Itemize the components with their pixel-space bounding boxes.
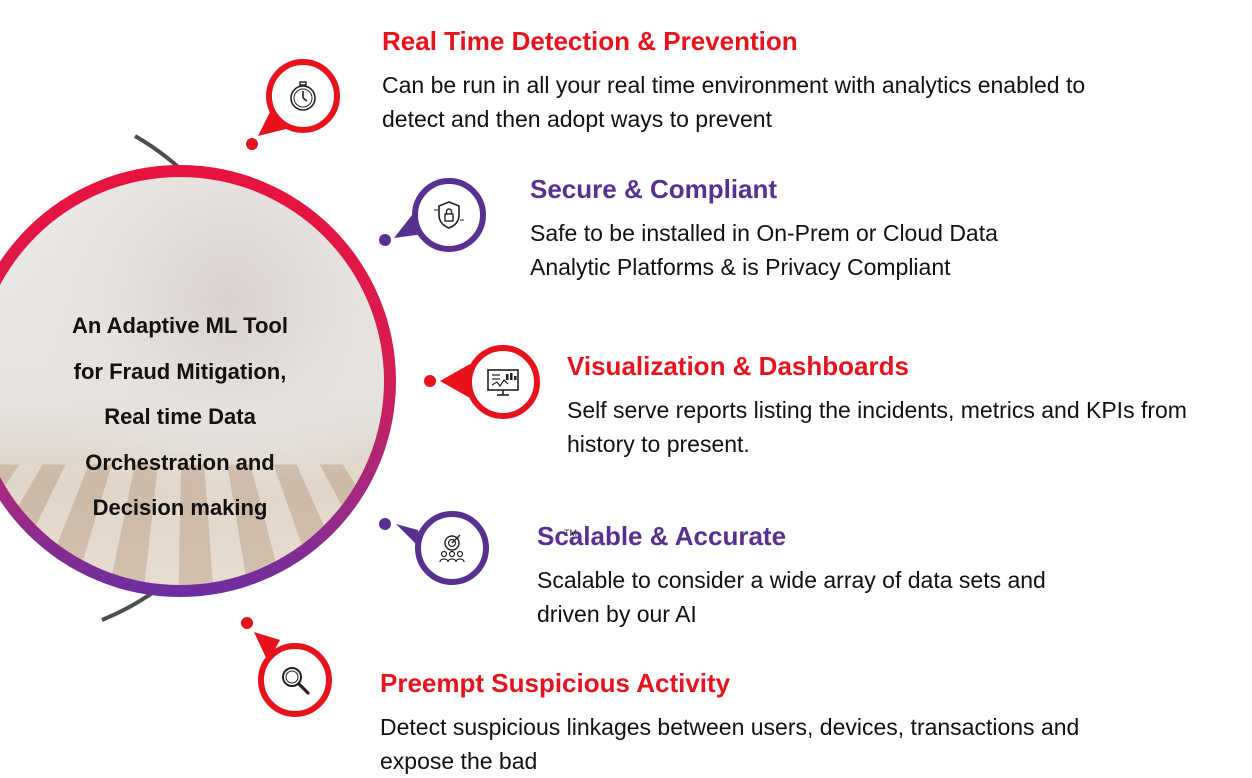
feature-description: Scalable to consider a wide array of dat…	[537, 567, 1046, 627]
hub-line-4: Orchestration and	[85, 449, 275, 475]
shield-lock-icon	[434, 201, 464, 229]
pin-tail-3	[440, 364, 470, 398]
arc-dot-red-3	[241, 617, 253, 629]
hub-line-3: Real time Data	[104, 404, 256, 429]
stopwatch-icon	[290, 81, 316, 111]
hub-image: An Adaptive ML Tool for Fraud Mitigation…	[0, 177, 384, 585]
feature-title: Visualization & Dashboards	[567, 351, 909, 381]
feature-secure: Secure & Compliant Safe to be installed …	[530, 174, 998, 284]
hub-line-1: An Adaptive ML Tool	[72, 313, 288, 338]
feature-real-time: Real Time Detection & Prevention Can be …	[382, 26, 1085, 136]
pin-secure	[412, 178, 486, 252]
feature-description: Detect suspicious linkages between users…	[380, 714, 1080, 774]
feature-title: Secure & Compliant	[530, 174, 778, 204]
arc-dot-purple-2	[379, 518, 391, 530]
feature-description: Can be run in all your real time environ…	[382, 72, 1086, 132]
target-people-icon	[439, 534, 465, 563]
hub-line-2: for Fraud Mitigation,	[73, 358, 287, 384]
hub-line-5: Decision making	[92, 495, 268, 520]
pin-real-time	[266, 59, 340, 133]
monitor-chart-icon	[487, 369, 519, 396]
pin-tail-1	[258, 112, 290, 136]
feature-scalable: Scalable & Accurate Scalable to consider…	[537, 521, 1046, 631]
arc-dot-red-1	[246, 138, 258, 150]
hub-circle: An Adaptive ML Tool for Fraud Mitigation…	[0, 165, 396, 597]
trademark-mark: TM	[564, 528, 577, 538]
feature-title: Preempt Suspicious Activity	[380, 668, 731, 698]
arc-dot-purple-1	[379, 234, 391, 246]
feature-description: Self serve reports listing the incidents…	[567, 397, 1187, 457]
magnifier-icon	[282, 667, 310, 695]
feature-description: Safe to be installed in On-Prem or Cloud…	[530, 220, 998, 280]
feature-title: Real Time Detection & Prevention	[382, 26, 798, 56]
pin-tail-5	[254, 632, 280, 662]
pin-preempt	[258, 643, 332, 717]
feature-preempt: Preempt Suspicious Activity Detect suspi…	[380, 668, 1079, 778]
arc-dot-red-2	[424, 375, 436, 387]
feature-visualization: Visualization & Dashboards Self serve re…	[567, 351, 1187, 461]
feature-title: Scalable & Accurate	[537, 521, 787, 551]
pin-visualization	[466, 345, 540, 419]
hub-caption: An Adaptive ML Tool for Fraud Mitigation…	[0, 303, 384, 531]
pin-scalable	[415, 511, 489, 585]
